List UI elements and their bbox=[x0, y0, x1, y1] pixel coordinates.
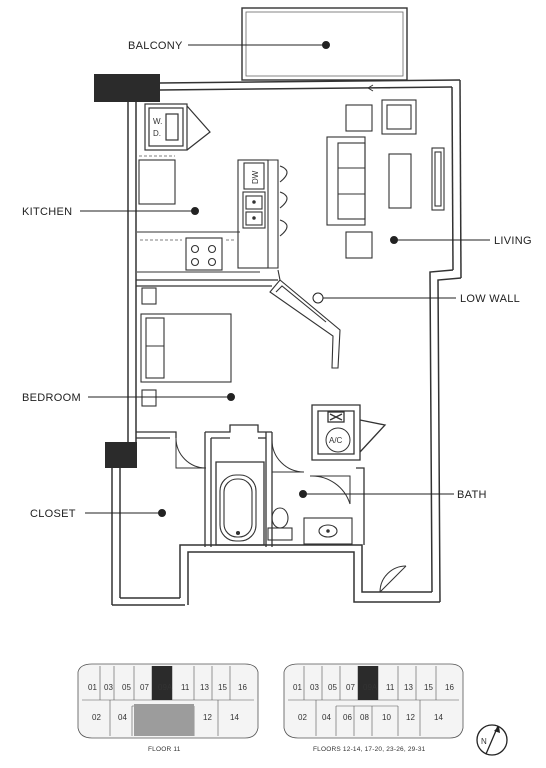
keyplan-unit-label: 16 bbox=[445, 683, 454, 692]
keyplan-unit-label: 04 bbox=[322, 713, 331, 722]
bath-fixtures bbox=[219, 474, 353, 545]
compass-north-label: N bbox=[481, 737, 487, 746]
keyplan-unit-label: 10 bbox=[382, 713, 391, 722]
bedroom-furniture bbox=[140, 287, 232, 407]
keyplan-unit-label: 14 bbox=[434, 713, 443, 722]
keyplan-unit-label: 12 bbox=[203, 713, 212, 722]
balcony-area bbox=[241, 7, 408, 81]
upper-cabinets bbox=[139, 155, 236, 241]
keyplan-1-bottom-units: 02 04 12 14 bbox=[92, 713, 239, 722]
keyplan-unit-label: 02 bbox=[92, 713, 101, 722]
keyplan-unit-label: 12 bbox=[406, 713, 415, 722]
ac-unit-circle bbox=[325, 427, 351, 453]
keyplan-2-bottom-units: 02 04 06 08 10 12 14 bbox=[298, 713, 443, 722]
exterior-walls bbox=[111, 79, 462, 606]
keyplan-unit-label: 11 bbox=[181, 683, 190, 692]
keyplan-unit-label: 15 bbox=[218, 683, 227, 692]
keyplan-floor-11 bbox=[77, 663, 259, 739]
keyplan-unit-label: 05 bbox=[122, 683, 131, 692]
keyplan-1-top-units: 01 03 05 07 09A 11 13 15 16 bbox=[88, 683, 247, 692]
keyplan-unit-label: 04 bbox=[118, 713, 127, 722]
keyplan-unit-label: 13 bbox=[200, 683, 209, 692]
keyplan-unit-label: 07 bbox=[346, 683, 355, 692]
low-wall bbox=[269, 269, 341, 369]
balcony-label: BALCONY bbox=[128, 40, 183, 52]
kitchen-label: KITCHEN bbox=[22, 206, 72, 218]
keyplan-unit-label: 16 bbox=[238, 683, 247, 692]
door-swings bbox=[175, 437, 407, 593]
dishwasher-label: DW bbox=[251, 170, 260, 184]
north-compass-icon bbox=[476, 724, 508, 756]
bedroom-label: BEDROOM bbox=[22, 392, 81, 404]
keyplan-1-caption: FLOOR 11 bbox=[148, 746, 181, 753]
keyplan-floors-12-31 bbox=[283, 663, 464, 739]
bath-label: BATH bbox=[457, 489, 487, 501]
keyplan-unit-label: 14 bbox=[230, 713, 239, 722]
keyplan-unit-label: 01 bbox=[293, 683, 302, 692]
living-label: LIVING bbox=[494, 235, 532, 247]
structural-column-closet bbox=[105, 442, 137, 468]
keyplan-unit-label: 02 bbox=[298, 713, 307, 722]
keyplan-unit-label: 09A bbox=[363, 683, 378, 692]
keyplan-unit-label: 03 bbox=[310, 683, 319, 692]
keyplan-unit-label: 05 bbox=[328, 683, 337, 692]
keyplan-unit-label: 15 bbox=[424, 683, 433, 692]
sliding-door-arrow bbox=[367, 84, 390, 92]
low-wall-marker bbox=[312, 292, 324, 304]
closet-label: CLOSET bbox=[30, 508, 76, 520]
keyplan-unit-label: 01 bbox=[88, 683, 97, 692]
callouts bbox=[80, 41, 490, 517]
ac-label: A/C bbox=[329, 436, 343, 445]
keyplan-2-top-units: 01 03 05 07 09A 11 13 15 16 bbox=[293, 683, 454, 692]
keyplan-unit-label: 11 bbox=[386, 683, 395, 692]
keyplan-unit-label: 06 bbox=[343, 713, 352, 722]
keyplan-unit-label: 08 bbox=[360, 713, 369, 722]
interior-walls bbox=[136, 279, 387, 547]
keyplan-unit-label: 13 bbox=[404, 683, 413, 692]
keyplan-unit-label: 09A bbox=[158, 683, 173, 692]
washer-dryer-closet bbox=[144, 103, 211, 151]
keyplan-unit-label: 07 bbox=[140, 683, 149, 692]
keyplan-2-caption: FLOORS 12-14, 17-20, 23-26, 29-31 bbox=[313, 746, 426, 753]
low-wall-label: LOW WALL bbox=[460, 293, 520, 305]
keyplan-unit-label: 03 bbox=[104, 683, 113, 692]
kitchen-fixtures bbox=[137, 159, 288, 273]
structural-column-top bbox=[94, 74, 160, 102]
living-furniture bbox=[326, 99, 445, 259]
dryer-label: D. bbox=[153, 129, 161, 138]
washer-label: W. bbox=[153, 117, 162, 126]
